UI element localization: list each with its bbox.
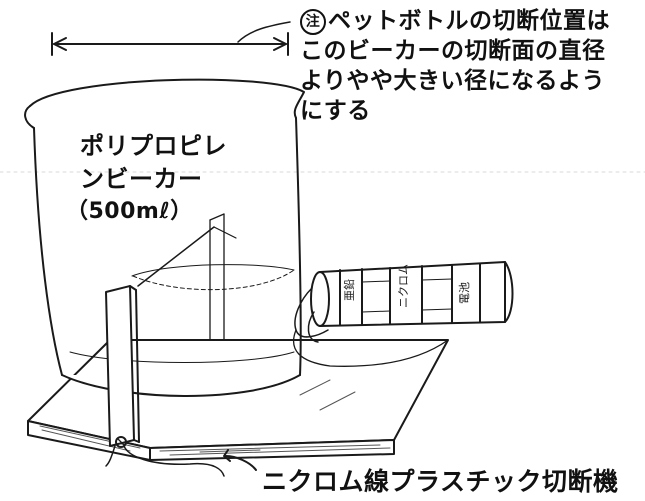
cutting-note-line-2: このビーカーの切断面の直径 — [300, 38, 606, 64]
note-mark: 注 — [300, 9, 326, 35]
beaker-label-line-2: ンビーカー — [80, 165, 203, 193]
diameter-arrow — [51, 21, 291, 56]
beaker-label: ポリプロピレ ンビーカー — [80, 130, 227, 196]
spool-label-2: ニクロム — [397, 264, 410, 308]
cutting-note-line-4: にする — [300, 98, 371, 124]
cutting-note-line-1: 注ペットボトルの切断位置は — [300, 6, 640, 36]
upright-post — [105, 285, 225, 477]
base-board — [27, 339, 449, 461]
spool-label-1: 亜鉛 — [342, 279, 356, 301]
cutting-note-line-3: よりやや大きい径になるよう — [300, 68, 606, 94]
beaker-volume-label: （500mℓ） — [66, 199, 193, 224]
spool-label-3: 電池 — [458, 282, 471, 304]
cutting-note: 注ペットボトルの切断位置は このビーカーの切断面の直径 よりやや大きい径になるよ… — [300, 6, 640, 126]
battery-spool — [292, 261, 514, 367]
beaker-label-line-1: ポリプロピレ — [80, 132, 227, 160]
machine-arrow — [223, 449, 257, 471]
machine-label: ニクロム線プラスチック切断機 — [262, 467, 619, 496]
